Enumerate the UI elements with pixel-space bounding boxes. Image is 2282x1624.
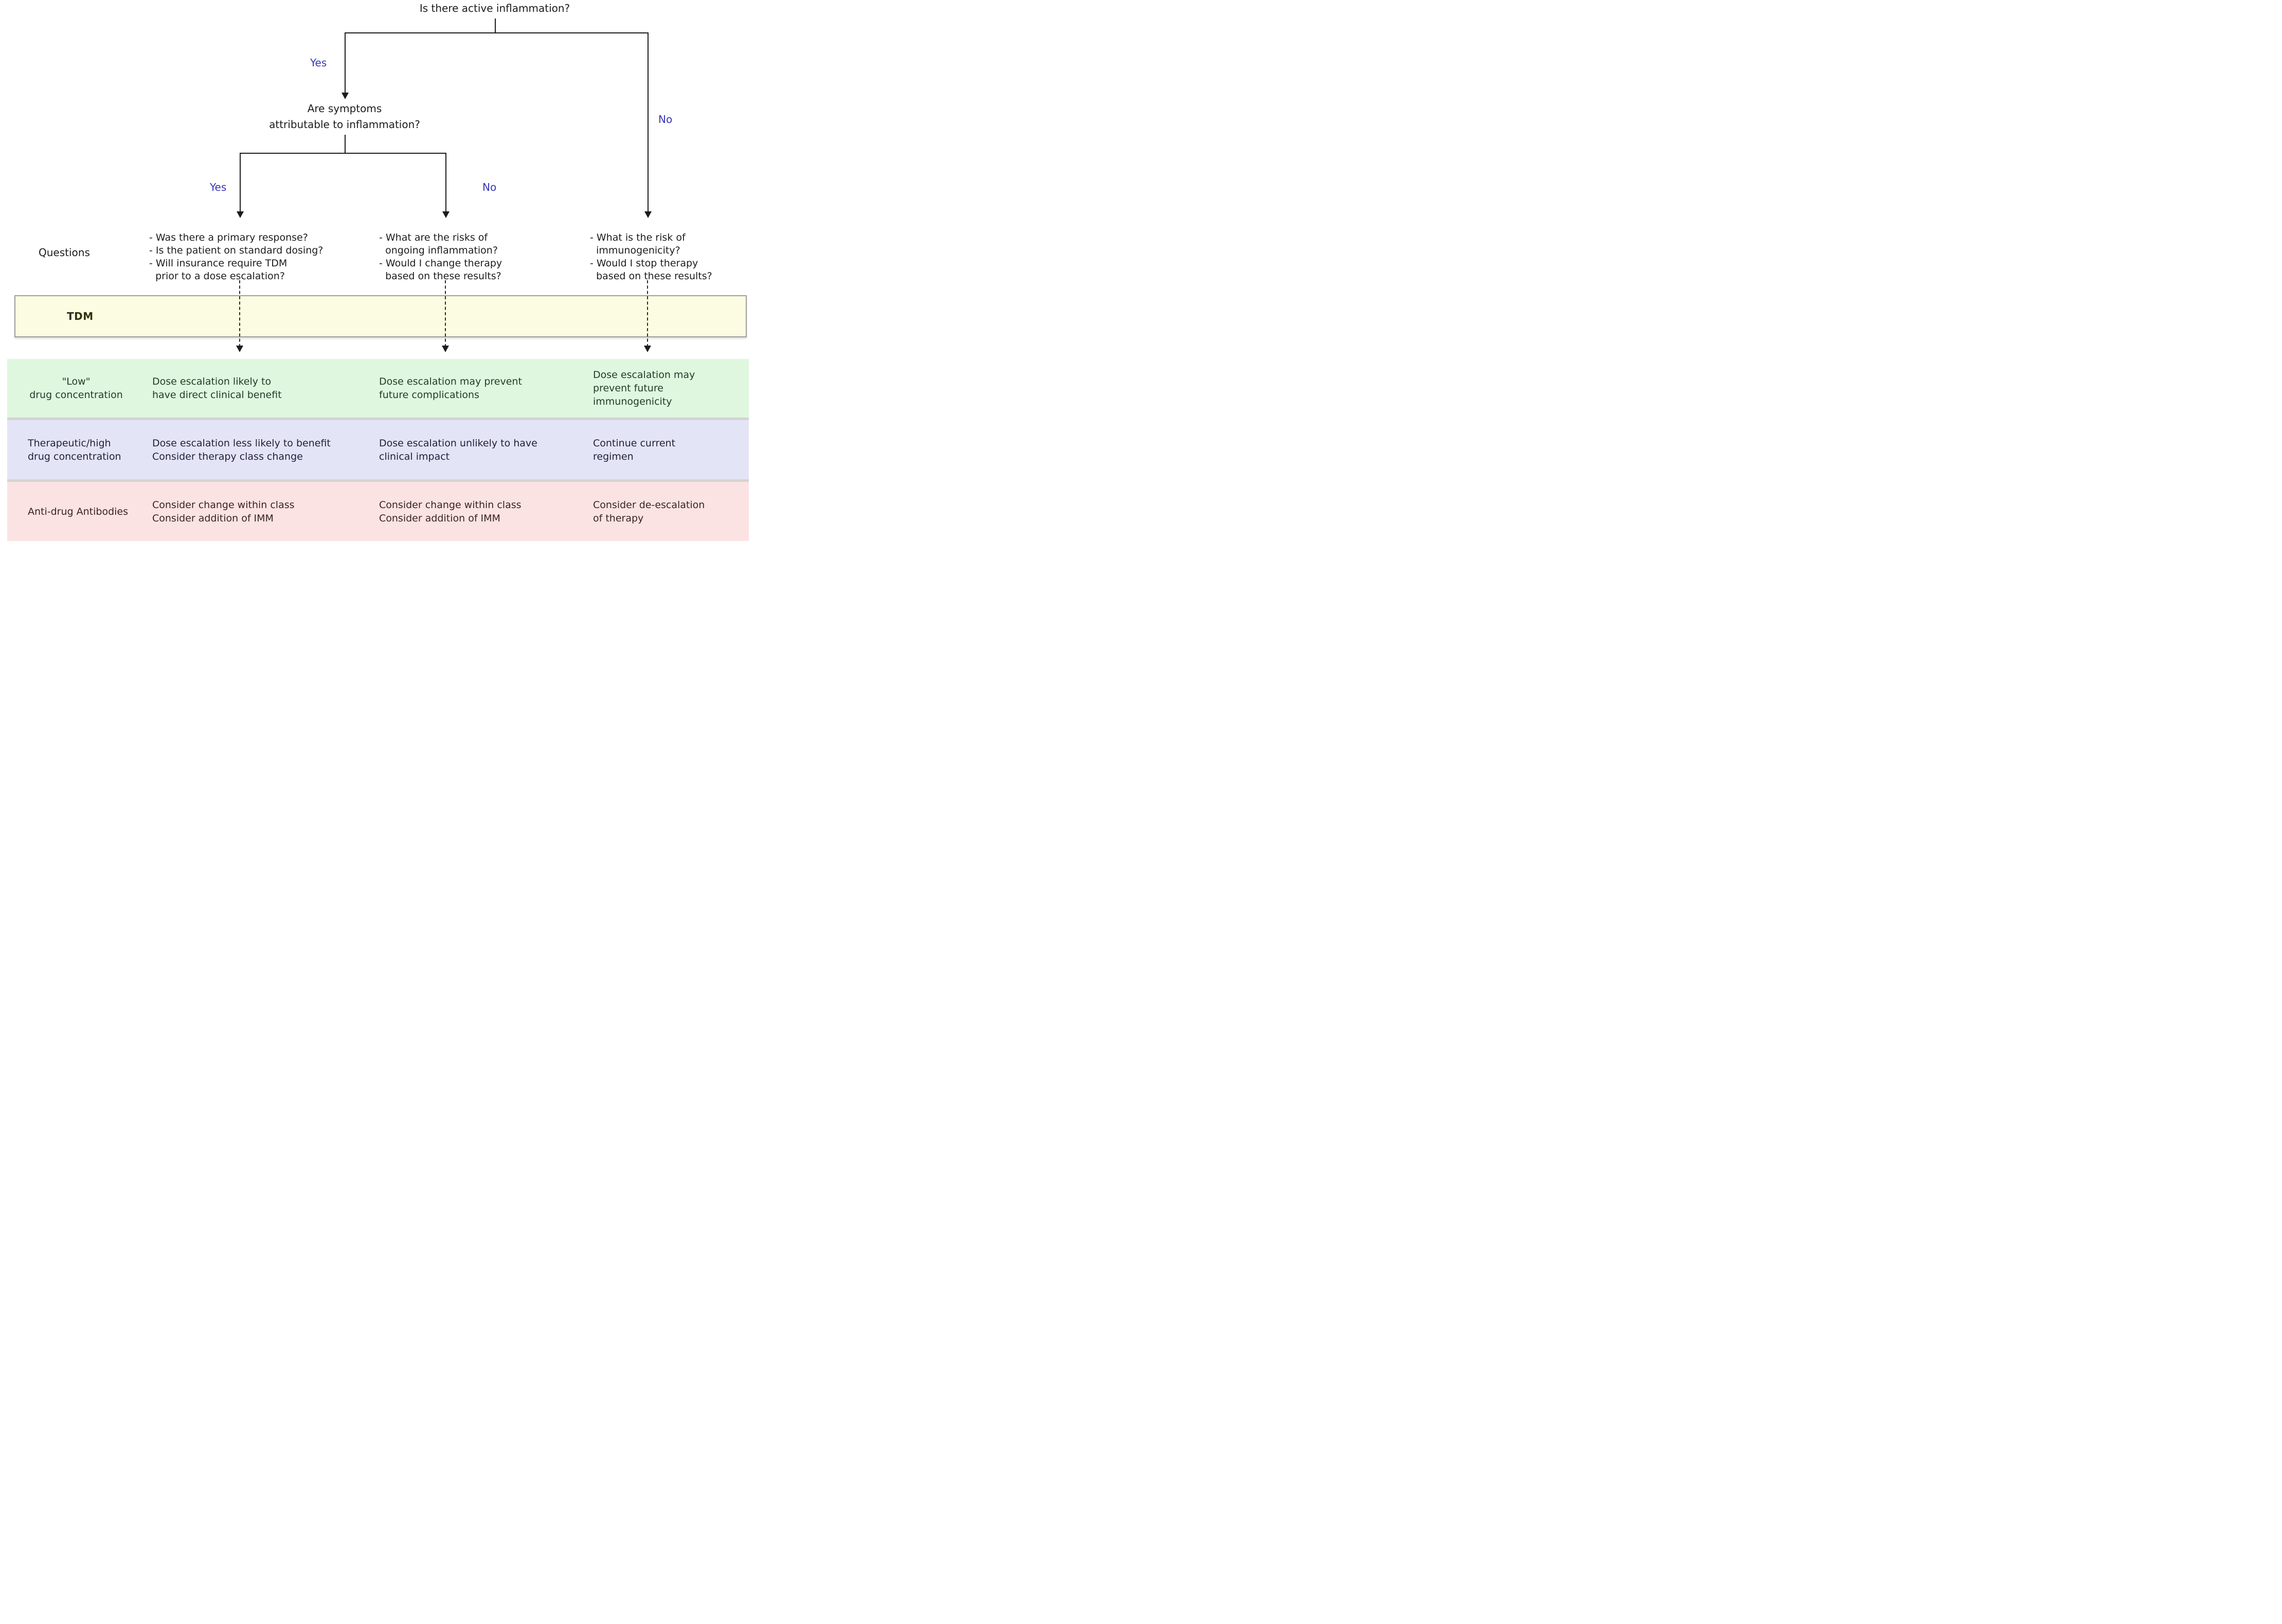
question-block-middle: - What are the risks of ongoing inflamma… (379, 232, 502, 282)
arrowhead-second-yes (237, 211, 244, 218)
tdm-decision-flowchart: Is there active inflammation? Yes No Are… (0, 0, 761, 542)
arrowhead-dashed-left (236, 346, 243, 352)
result-cell: Consider change within class Consider ad… (379, 499, 522, 524)
branch-label-no-right: No (658, 113, 673, 125)
result-cell: Dose escalation may prevent future compl… (379, 376, 522, 401)
questions-row-label: Questions (39, 246, 90, 259)
row-divider (7, 418, 749, 420)
result-cell: Consider change within class Consider ad… (152, 499, 295, 524)
row-label: Therapeutic/high drug concentration (28, 437, 121, 462)
branch-label-yes-mid: Yes (210, 181, 227, 193)
tdm-band-label: TDM (67, 310, 94, 322)
dashed-connector-right (647, 280, 648, 347)
connector-no-branch (648, 32, 649, 212)
dashed-connector-left (239, 280, 240, 347)
branch-label-no-mid: No (482, 181, 497, 193)
dashed-connector-middle (445, 280, 446, 347)
row-anti-drug-antibodies: Anti-drug Antibodies Consider change wit… (7, 482, 749, 541)
result-cell: Dose escalation may prevent future immun… (593, 369, 695, 407)
result-cell: Consider de-escalation of therapy (593, 499, 705, 524)
arrowhead-yes-branch (342, 93, 349, 99)
connector-second-no (445, 153, 446, 212)
connector-main-horizontal (345, 32, 649, 33)
connector-second-stub (345, 135, 346, 153)
result-cell: Dose escalation likely to have direct cl… (152, 376, 282, 401)
row-label: "Low" drug concentration (29, 376, 123, 401)
result-cell: Continue current regimen (593, 437, 676, 462)
connector-yes-branch (345, 32, 346, 93)
branch-label-yes-top: Yes (310, 57, 327, 69)
arrowhead-second-no (442, 211, 450, 218)
arrowhead-dashed-middle (442, 346, 449, 352)
connector-root-stub (495, 19, 496, 33)
tdm-band: TDM (14, 295, 747, 337)
result-cell: Dose escalation less likely to benefit C… (152, 437, 331, 462)
result-cell: Dose escalation unlikely to have clinica… (379, 437, 537, 462)
row-divider (7, 479, 749, 482)
question-block-right: - What is the risk of immunogenicity? - … (590, 232, 712, 282)
row-therapeutic-high-concentration: Therapeutic/high drug concentration Dose… (7, 420, 749, 479)
row-low-drug-concentration: "Low" drug concentration Dose escalation… (7, 359, 749, 418)
second-question: Are symptoms attributable to inflammatio… (269, 102, 420, 131)
root-question: Is there active inflammation? (419, 2, 570, 14)
connector-second-yes (240, 153, 241, 212)
arrowhead-no-branch (644, 211, 652, 218)
connector-second-horizontal (240, 153, 446, 154)
question-block-left: - Was there a primary response? - Is the… (149, 232, 324, 282)
arrowhead-dashed-right (644, 346, 651, 352)
row-label: Anti-drug Antibodies (28, 506, 129, 517)
